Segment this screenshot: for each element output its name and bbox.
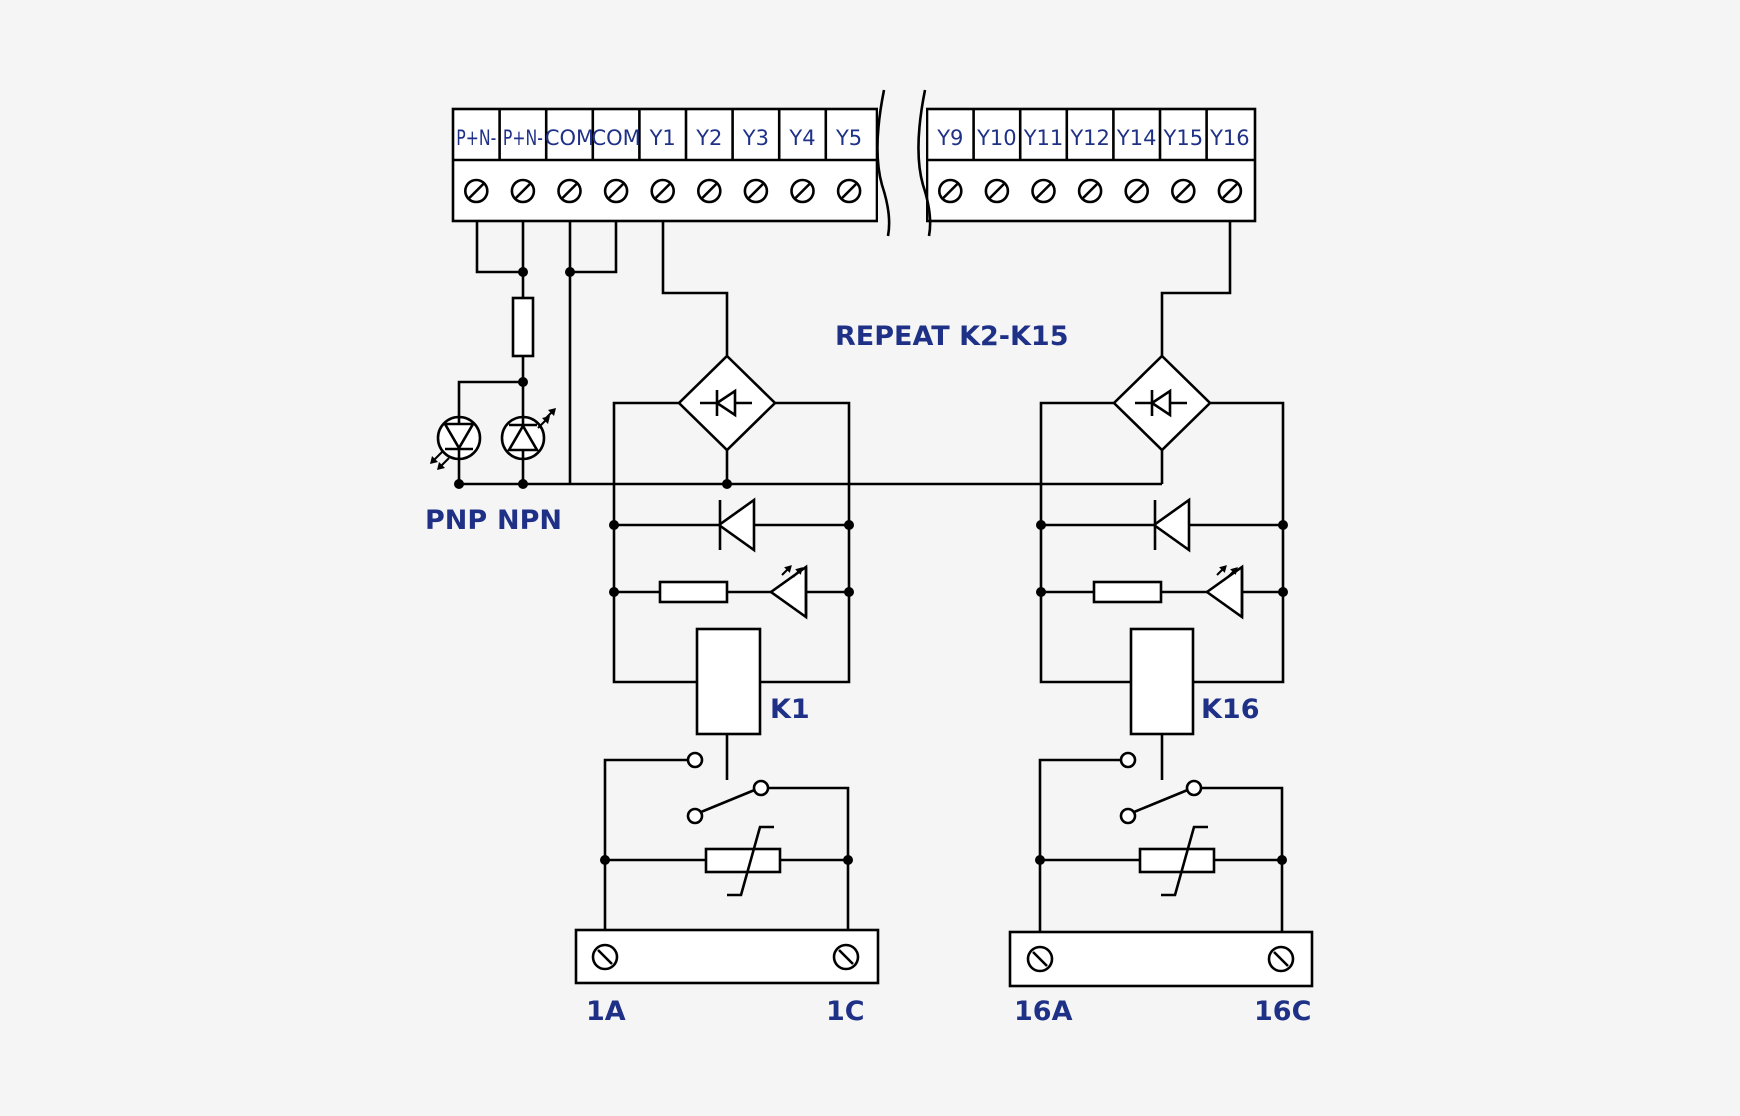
terminal-label-y2: Y2 (695, 126, 722, 150)
terminal-label-y1: Y1 (649, 126, 676, 150)
screw-16a-icon (1026, 945, 1054, 973)
terminal-screw-icon (1171, 178, 1196, 204)
terminal-label-pn: P+N- (456, 126, 496, 150)
relay-coil-k1 (695, 627, 762, 736)
pnp-label: PNP (425, 505, 487, 536)
relay-k1-label: K1 (770, 694, 810, 725)
terminal-screw-icon (937, 178, 963, 204)
terminal-label-y10: Y10 (976, 126, 1017, 150)
pnp-indicator-icon (429, 415, 482, 471)
strip-break (876, 85, 932, 240)
channel-k1 (574, 221, 880, 985)
input-wiring (454, 221, 1162, 489)
npn-indicator-icon (500, 407, 557, 461)
repeat-label: REPEAT K2-K15 (835, 321, 1069, 352)
terminal-label-y16: Y16 (1209, 126, 1250, 150)
terminal-screw-icon (463, 178, 489, 204)
terminal-screw-icon (1217, 178, 1243, 204)
terminal-16a-label: 16A (1014, 996, 1073, 1027)
terminal-label-pn: P+N- (503, 126, 543, 150)
terminal-screw-icon (696, 178, 722, 204)
terminal-screw-icon (1124, 178, 1149, 204)
terminal-screw-icon (650, 178, 676, 204)
output-terminal-k16 (1008, 930, 1314, 988)
terminal-screw-icon (1031, 178, 1056, 204)
terminal-label-y14: Y14 (1116, 126, 1157, 150)
terminal-label-y3: Y3 (742, 126, 769, 150)
input-resistor (511, 296, 535, 358)
terminal-screw-icon (557, 178, 582, 204)
channel-k16 (1008, 221, 1314, 988)
terminal-1c-label: 1C (826, 996, 865, 1027)
terminal-label-com: COM (591, 126, 640, 150)
screw-16c-icon (1267, 945, 1295, 973)
terminal-label-y15: Y15 (1163, 126, 1204, 150)
relay-coil-k16 (1129, 627, 1195, 736)
terminal-16c-label: 16C (1254, 996, 1311, 1027)
terminal-1a-label: 1A (586, 996, 626, 1027)
terminal-screw-icon (790, 178, 815, 204)
terminal-label-com: COM (545, 126, 594, 150)
npn-label: NPN (497, 505, 562, 536)
terminal-screw-icon (510, 178, 536, 204)
relay-k16-label: K16 (1201, 694, 1260, 725)
output-terminal-k1 (574, 928, 880, 985)
terminal-label-y9: Y9 (936, 126, 963, 150)
terminal-screw-icon (836, 178, 862, 204)
terminal-screw-icon (603, 178, 629, 204)
terminal-screw-icon (1077, 178, 1103, 204)
screw-1c-icon (832, 943, 860, 971)
terminal-label-y11: Y11 (1023, 126, 1064, 150)
terminal-label-y12: Y12 (1069, 126, 1110, 150)
terminal-screw-icon (984, 178, 1010, 204)
terminal-label-y4: Y4 (788, 126, 815, 150)
terminal-strip-right (925, 107, 1257, 223)
terminal-label-y5: Y5 (835, 126, 862, 150)
screw-1a-icon (591, 943, 619, 971)
terminal-screw-icon (743, 178, 769, 204)
